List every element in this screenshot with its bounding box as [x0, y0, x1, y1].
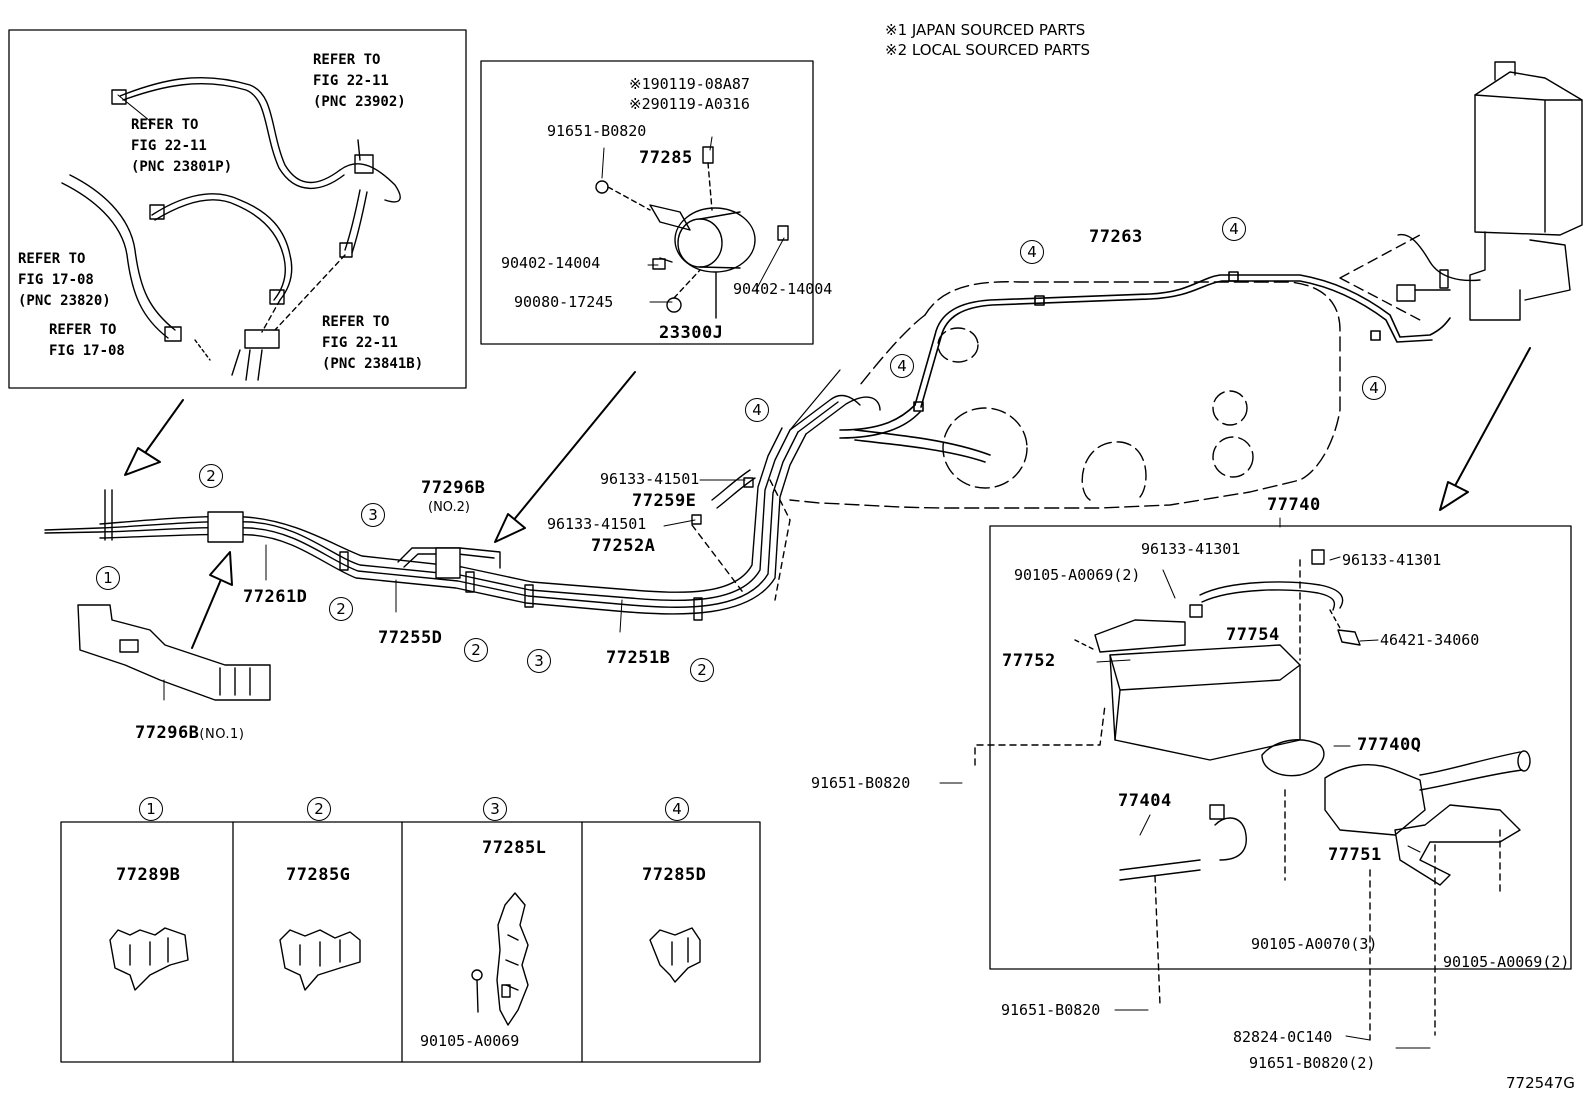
clip-77296b-no1-drawing [77, 604, 271, 701]
ref-line: (PNC 23801P) [131, 159, 233, 175]
inset-filter-frame [480, 60, 814, 345]
legend-num-3: 3 [483, 797, 507, 821]
part-77296b-no1: 77296B(NO.1) [135, 725, 244, 743]
part-77296b-no2-sub: (NO.2) [428, 500, 470, 515]
ref-pnc-23820: REFER TO FIG 17-08 (PNC 23820) [18, 249, 111, 312]
legend-part-90105-a0069: 90105-A0069 [420, 1032, 520, 1050]
callout-4: 4 [1020, 240, 1044, 264]
part-90402-14004-right: 90402-14004 [733, 280, 833, 298]
figure-id: 772547G [1506, 1074, 1575, 1092]
part-77285: 77285 [639, 148, 693, 168]
callout-3: 3 [361, 503, 385, 527]
part-bolt-japan: ※190119-08A87 [629, 75, 750, 93]
part-77259e: 77259E [632, 491, 697, 511]
legend-num-2: 2 [307, 797, 331, 821]
part-96133-41501-a: 96133-41501 [600, 470, 700, 488]
ref-line: FIG 17-08 [49, 343, 125, 359]
ref-line: (PNC 23841B) [322, 356, 424, 372]
part-77740q: 77740Q [1357, 735, 1422, 755]
callout-1: 1 [96, 566, 120, 590]
callout-4: 4 [1222, 217, 1246, 241]
part-77751: 77751 [1328, 845, 1382, 865]
part-23300j: 23300J [659, 323, 724, 343]
ref-pnc-23841b: REFER TO FIG 22-11 (PNC 23841B) [322, 312, 423, 375]
callout-2: 2 [464, 638, 488, 662]
part-91651-b0820-bottom: 91651-B0820 [1001, 1001, 1101, 1019]
ref-line: FIG 17-08 [18, 272, 94, 288]
callout-4: 4 [745, 398, 769, 422]
ref-line: REFER TO [18, 251, 86, 267]
part-77261d: 77261D [243, 587, 308, 607]
callout-2: 2 [690, 658, 714, 682]
part-91651-b0820: 91651-B0820 [547, 122, 647, 140]
note-local-sourced: ※2 LOCAL SOURCED PARTS [885, 41, 1090, 59]
legend-num-4: 4 [665, 797, 689, 821]
part-77296b-no2: 77296B [421, 478, 486, 498]
part-number: 77296B [135, 723, 200, 743]
filter-inset-drawing [595, 146, 789, 319]
callout-4: 4 [1362, 376, 1386, 400]
ref-line: REFER TO [49, 322, 117, 338]
part-82824-0c140: 82824-0C140 [1233, 1028, 1333, 1046]
ref-pnc-23902: REFER TO FIG 22-11 (PNC 23902) [313, 50, 406, 113]
leader-lines [117, 94, 1431, 1049]
legend-frame [60, 821, 761, 1063]
part-77263: 77263 [1089, 227, 1143, 247]
ref-pnc-23801p: REFER TO FIG 22-11 (PNC 23801P) [131, 115, 232, 178]
legend-part-77285l: 77285L [482, 838, 547, 858]
part-77404: 77404 [1118, 791, 1172, 811]
part-sub: (NO.1) [199, 727, 245, 742]
ref-line: (PNC 23820) [18, 293, 111, 309]
part-91651-b0820-2: 91651-B0820(2) [1249, 1054, 1376, 1072]
legend-num-1: 1 [139, 797, 163, 821]
part-90080-17245: 90080-17245 [514, 293, 614, 311]
part-96133-41301-right: 96133-41301 [1342, 551, 1442, 569]
part-77754: 77754 [1226, 625, 1280, 645]
part-91651-b0820-side: 91651-B0820 [811, 774, 911, 792]
part-77740: 77740 [1267, 495, 1321, 515]
ref-line: FIG 22-11 [313, 73, 389, 89]
tank-tube-77263 [839, 271, 1451, 463]
callout-4: 4 [890, 354, 914, 378]
part-96133-41301-left: 96133-41301 [1141, 540, 1241, 558]
part-46421-34060: 46421-34060 [1380, 631, 1480, 649]
callout-2: 2 [199, 464, 223, 488]
legend-part-77285d: 77285D [642, 865, 707, 885]
ref-line: REFER TO [313, 52, 381, 68]
legend-part-77285g: 77285G [286, 865, 351, 885]
fuel-tank-outline [789, 281, 1341, 509]
inset-left-frame [8, 29, 467, 389]
main-tube-bundle [44, 369, 881, 621]
ref-fig-17-08: REFER TO FIG 17-08 [49, 320, 125, 362]
legend-part-77289b: 77289B [116, 865, 181, 885]
inset-left-hoses [61, 76, 401, 381]
part-bolt-local: ※290119-A0316 [629, 95, 750, 113]
part-90105-a0070: 90105-A0070(3) [1251, 935, 1378, 953]
ref-line: (PNC 23902) [313, 94, 406, 110]
part-96133-41501-b: 96133-41501 [547, 515, 647, 533]
note-japan-sourced: ※1 JAPAN SOURCED PARTS [885, 21, 1086, 39]
part-90105-a0069-top: 90105-A0069(2) [1014, 566, 1141, 584]
ref-line: REFER TO [131, 117, 199, 133]
part-90105-a0069-right: 90105-A0069(2) [1443, 953, 1570, 971]
part-77752: 77752 [1002, 651, 1056, 671]
part-77252a: 77252A [591, 536, 656, 556]
ref-line: REFER TO [322, 314, 390, 330]
pointer-arrows [124, 347, 1531, 649]
part-77251b: 77251B [606, 648, 671, 668]
top-canister-drawing [1339, 61, 1583, 321]
callout-2: 2 [329, 597, 353, 621]
part-77255d: 77255D [378, 628, 443, 648]
callout-3: 3 [527, 649, 551, 673]
legend-clip-drawings [109, 892, 701, 1026]
ref-line: FIG 22-11 [131, 138, 207, 154]
ref-line: FIG 22-11 [322, 335, 398, 351]
canister-group-drawing [974, 549, 1531, 1041]
part-90402-14004-left: 90402-14004 [501, 254, 601, 272]
canister-group-frame [989, 525, 1572, 970]
